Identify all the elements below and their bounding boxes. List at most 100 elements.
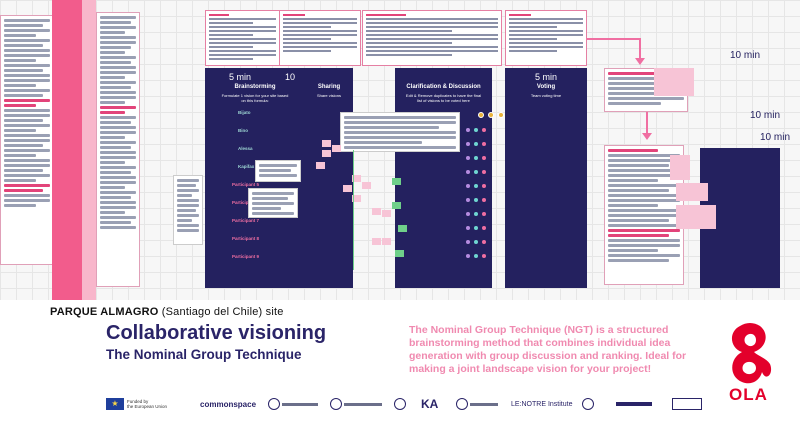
sticky-note[interactable] — [395, 250, 404, 257]
vote-token-icon[interactable] — [488, 112, 494, 118]
vote-dot[interactable] — [474, 198, 478, 202]
commonspace-logo: commonspace — [200, 392, 256, 416]
vote-dot[interactable] — [466, 240, 470, 244]
vote-dot[interactable] — [466, 226, 470, 230]
brainstorming-subtext: Formulate 1 vision for your site based o… — [221, 93, 289, 103]
sticky-note[interactable] — [362, 182, 371, 189]
step-3-box — [362, 10, 502, 66]
university-seal-icon — [268, 398, 280, 410]
voting-column: 5 min Voting Team voting time — [505, 68, 587, 288]
vote-dot[interactable] — [474, 226, 478, 230]
participant-label: Participant 8 — [232, 236, 260, 241]
vote-dot[interactable] — [474, 240, 478, 244]
sticky-note[interactable] — [343, 185, 352, 192]
vote-dot[interactable] — [474, 184, 478, 188]
pink-note — [676, 183, 708, 201]
partner-logo — [330, 392, 382, 416]
sticky-note[interactable] — [398, 225, 407, 232]
ola-logo-icon — [731, 323, 772, 384]
vote-dot[interactable] — [482, 156, 486, 160]
vote-dot[interactable] — [482, 128, 486, 132]
vote-dot[interactable] — [474, 142, 478, 146]
whiteboard-canvas[interactable]: 5 min 10 Brainstorming Formulate 1 visio… — [0, 0, 800, 300]
partner-logo — [582, 392, 596, 416]
participant-label: Participant 7 — [232, 218, 260, 223]
step-4-box — [505, 10, 587, 66]
vote-dot[interactable] — [482, 198, 486, 202]
partner-logo — [268, 392, 318, 416]
participant-label: Bijato — [238, 110, 251, 115]
vote-dot[interactable] — [474, 170, 478, 174]
logo-mark-icon — [672, 398, 702, 410]
vote-dot[interactable] — [466, 142, 470, 146]
vote-dot[interactable] — [466, 170, 470, 174]
logo-text-placeholder — [616, 402, 652, 406]
sharing-heading: Sharing — [317, 84, 341, 90]
flow-arrow — [587, 38, 639, 40]
voting-subtext: Team voting time — [530, 93, 562, 98]
sticky-note[interactable] — [316, 162, 325, 169]
partner-logos: ★ Funded by the European Union commonspa… — [106, 392, 716, 416]
page-title: Collaborative visioning — [106, 322, 327, 344]
sticky-note[interactable] — [352, 175, 361, 182]
vote-dot[interactable] — [482, 212, 486, 216]
sticky-note[interactable] — [322, 140, 331, 147]
participant-label: Kapifax — [238, 164, 255, 169]
vision-card[interactable] — [255, 160, 301, 182]
sticky-note[interactable] — [322, 150, 331, 157]
side-time-3: 10 min — [760, 132, 791, 143]
vote-token-icon[interactable] — [498, 112, 504, 118]
vote-dot[interactable] — [482, 254, 486, 258]
eu-line-1: Funded by — [127, 399, 149, 404]
vision-card[interactable] — [173, 175, 203, 245]
description-text: The Nominal Group Technique (NGT) is a s… — [409, 324, 687, 375]
sticky-note[interactable] — [392, 202, 401, 209]
vote-dot[interactable] — [482, 240, 486, 244]
sticky-note[interactable] — [332, 145, 341, 152]
vote-dot[interactable] — [474, 254, 478, 258]
vote-dot[interactable] — [482, 226, 486, 230]
pink-note — [654, 68, 694, 96]
flow-arrow — [639, 38, 641, 60]
vote-dot[interactable] — [466, 156, 470, 160]
lenotre-wordmark: LE:NOTRE Institute — [511, 400, 573, 408]
vision-card[interactable] — [248, 188, 298, 218]
step-1-time: 5 min — [229, 72, 252, 82]
process-note — [340, 112, 460, 152]
vote-dot[interactable] — [474, 212, 478, 216]
side-time-1: 10 min — [730, 50, 761, 61]
sticky-note[interactable] — [382, 210, 391, 217]
university-seal-icon — [582, 398, 594, 410]
participant-label: Alessa — [238, 146, 253, 151]
page-subtitle: The Nominal Group Technique — [106, 347, 302, 362]
partner-logo — [394, 392, 408, 416]
side-time-2: 10 min — [750, 110, 781, 121]
pink-note — [676, 205, 716, 229]
vote-dot[interactable] — [466, 184, 470, 188]
clarification-heading: Clarification & Discussion — [406, 84, 481, 90]
vote-dot[interactable] — [482, 184, 486, 188]
vote-dot[interactable] — [466, 198, 470, 202]
logo-text-placeholder — [470, 402, 498, 406]
partner-logo — [456, 392, 498, 416]
site-name: PARQUE ALMAGRO (Santiago del Chile) site — [50, 306, 284, 318]
vote-dot[interactable] — [466, 254, 470, 258]
vote-dot[interactable] — [482, 170, 486, 174]
arrow-head-icon — [642, 133, 652, 140]
step-4-time: 5 min — [535, 72, 558, 82]
sticky-note[interactable] — [352, 195, 361, 202]
vote-dot[interactable] — [474, 128, 478, 132]
vote-dot[interactable] — [466, 212, 470, 216]
sticky-note[interactable] — [392, 178, 401, 185]
sticky-note[interactable] — [372, 208, 381, 215]
eu-flag-icon: ★ — [106, 398, 124, 410]
vote-token-icon[interactable] — [478, 112, 484, 118]
step-1-box — [205, 10, 280, 66]
sticky-note[interactable] — [372, 238, 381, 245]
sticky-note[interactable] — [382, 238, 391, 245]
logo-text-placeholder — [344, 402, 382, 406]
partner-logo — [616, 392, 652, 416]
vote-dot[interactable] — [474, 156, 478, 160]
vote-dot[interactable] — [466, 128, 470, 132]
vote-dot[interactable] — [482, 142, 486, 146]
